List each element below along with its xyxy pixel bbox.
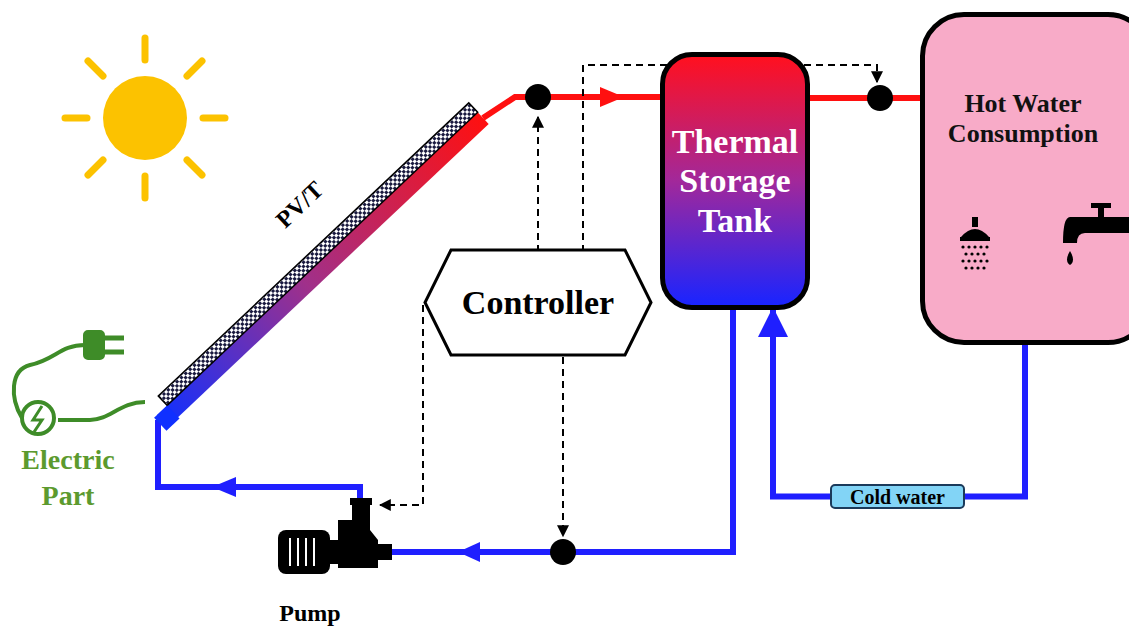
pvt-panel — [145, 103, 490, 431]
node-label: Controller — [462, 283, 614, 322]
node-label: Thermal Storage Tank — [671, 122, 799, 239]
control-line — [562, 357, 564, 536]
hot-pipe — [483, 97, 660, 118]
flow-arrow — [458, 542, 480, 562]
node-label: Cold water — [850, 487, 945, 507]
pipe-tag: Cold water — [830, 484, 965, 509]
controller-hexagon: Controller — [423, 248, 653, 357]
node-label: Hot Water Consumption — [935, 89, 1111, 149]
consumption-box: Hot Water Consumption — [920, 12, 1129, 345]
part-label: Electric Part — [12, 442, 124, 515]
sun-icon — [65, 38, 225, 198]
control-line — [537, 117, 539, 252]
part-label: Pump — [265, 598, 355, 629]
cold-water-pipe — [773, 310, 830, 497]
storage-tank: Thermal Storage Tank — [660, 52, 810, 310]
valve-dot — [550, 539, 576, 565]
tap-icon — [1063, 203, 1129, 265]
electric-plug-icon — [14, 332, 145, 434]
supply-pipe — [158, 420, 360, 500]
hot-water-pipe — [810, 95, 920, 101]
flow-arrow — [212, 477, 236, 497]
fixture-icons — [925, 177, 1129, 297]
control-line — [380, 305, 423, 505]
flow-arrow — [600, 87, 624, 107]
cold-water-pipe — [965, 345, 1025, 497]
hexagon-shape — [425, 250, 651, 355]
valve-dot — [525, 84, 551, 110]
shower-icon — [960, 217, 990, 270]
panel-label: PV/T — [260, 166, 340, 244]
valve-dot — [867, 85, 893, 111]
pump-icon — [278, 498, 392, 574]
